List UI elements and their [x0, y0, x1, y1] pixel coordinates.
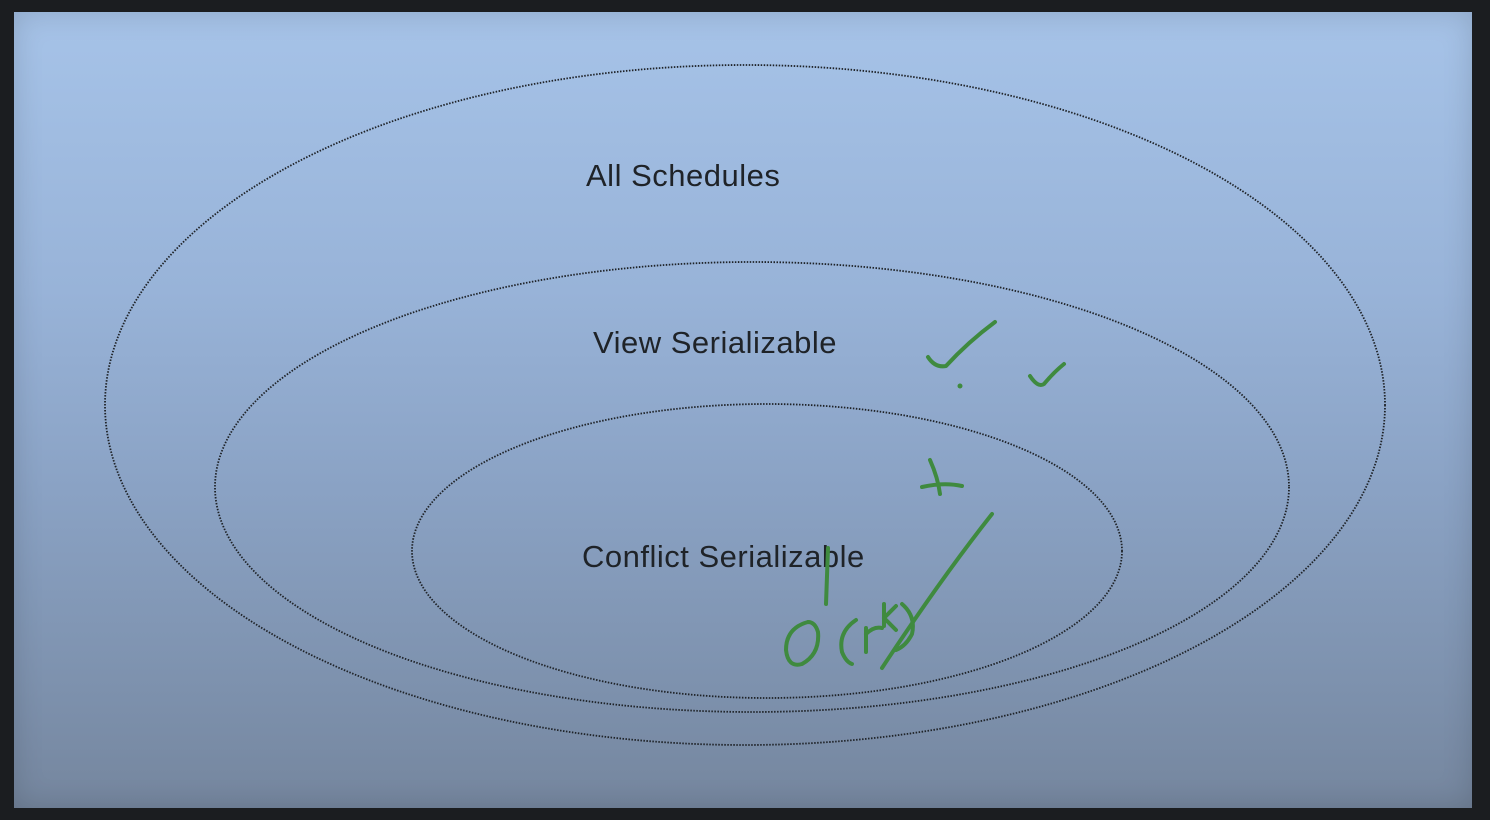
strike-line-icon: [880, 512, 994, 670]
handwritten-annotations: [784, 320, 1066, 670]
cross-mark-icon: [920, 458, 964, 496]
slide-background: [14, 12, 1472, 808]
checkmark-small-icon: [1028, 362, 1066, 387]
conflict-serializable-ellipse: [411, 403, 1123, 699]
conflict-serializable-label: Conflict Serializable: [582, 539, 865, 574]
view-serializable-label: View Serializable: [593, 325, 837, 360]
vertical-mark-icon: [824, 546, 830, 606]
big-o-notation-icon: [784, 602, 915, 667]
all-schedules-label: All Schedules: [586, 158, 780, 193]
all-schedules-ellipse: [104, 64, 1386, 746]
ink-dot-icon: [957, 383, 963, 389]
checkmark-large-icon: [926, 320, 997, 369]
view-serializable-ellipse: [214, 261, 1290, 713]
